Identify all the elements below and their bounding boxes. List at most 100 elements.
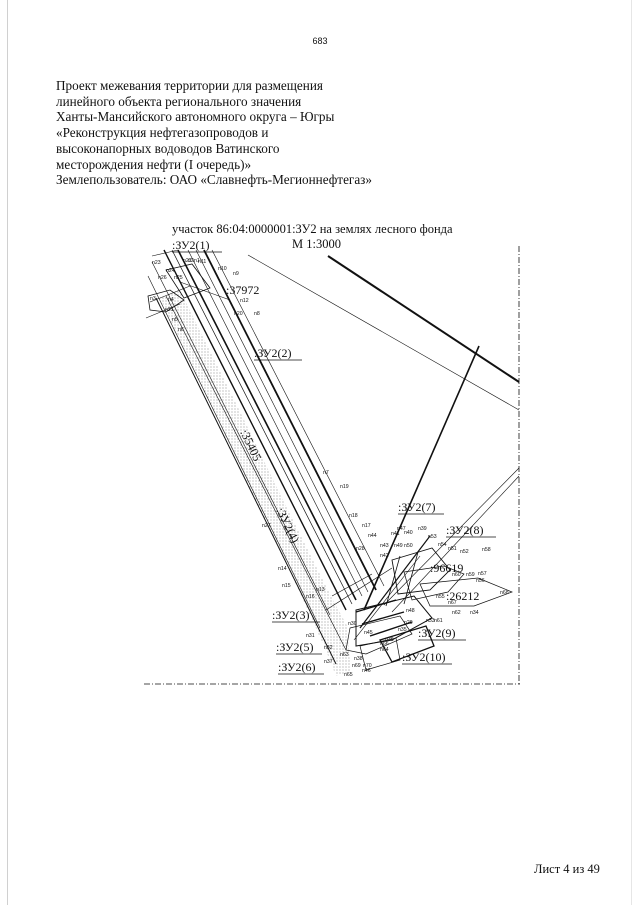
heading-line: линейного объекта регионального значения bbox=[56, 93, 302, 109]
point-label: n30 bbox=[348, 621, 357, 627]
point-label: n55 bbox=[436, 594, 445, 600]
point-label: n1 bbox=[194, 258, 200, 264]
point-label: n47 bbox=[397, 526, 406, 532]
point-label: n32 bbox=[324, 645, 333, 651]
point-label: n18 bbox=[349, 513, 358, 519]
point-label: n46 bbox=[362, 668, 371, 674]
point-label: n68 bbox=[500, 590, 509, 596]
boundary-lines bbox=[247, 254, 520, 641]
point-label: n3 bbox=[150, 296, 156, 302]
point-label: n36 bbox=[385, 637, 394, 643]
zone-label-zu2-10: :ЗУ2(10) bbox=[402, 650, 446, 664]
heading-line: высоконапорных водоводов Ватинского bbox=[56, 140, 280, 156]
point-label: n34 bbox=[470, 610, 479, 616]
point-label: n25 bbox=[174, 275, 183, 281]
forest-corridor-hatch bbox=[160, 290, 350, 676]
point-label: n14 bbox=[278, 566, 287, 572]
zone-label-zu2-5: :ЗУ2(5) bbox=[276, 640, 314, 654]
point-label: n45 bbox=[364, 630, 373, 636]
point-label: n28 bbox=[356, 546, 365, 552]
point-label: n51 bbox=[448, 546, 457, 552]
point-label: n41 bbox=[391, 531, 400, 537]
zone-label-zu2-8: :ЗУ2(8) bbox=[446, 523, 484, 537]
point-label: n12 bbox=[240, 298, 249, 304]
heading-line: Землепользователь: ОАО «Славнефть-Мегион… bbox=[56, 172, 372, 188]
zone-label-zu2-2: :ЗУ2(2) bbox=[254, 346, 292, 360]
point-label: n49 bbox=[394, 543, 403, 549]
point-label: n60 bbox=[452, 572, 461, 578]
point-label: n62 bbox=[452, 610, 461, 616]
point-label: n4 bbox=[168, 297, 174, 303]
cadastral-label-37972: :37972 bbox=[226, 283, 259, 297]
plot-cluster-southeast bbox=[325, 547, 513, 671]
point-label: n53 bbox=[428, 534, 437, 540]
cadastral-label-96619: :96619 bbox=[430, 561, 463, 575]
point-label: n7 bbox=[323, 470, 329, 476]
point-label: n52 bbox=[460, 549, 469, 555]
point-label: n37 bbox=[324, 659, 333, 665]
heading-line: Ханты-Мансийского автономного округа – Ю… bbox=[56, 109, 335, 125]
plot-cluster-northwest bbox=[145, 249, 231, 319]
point-label: n31 bbox=[306, 633, 315, 639]
point-label: n8 bbox=[254, 311, 260, 317]
point-label: n56 bbox=[476, 578, 485, 584]
zone-label-underlines bbox=[172, 251, 496, 675]
point-label: n54 bbox=[438, 542, 447, 548]
point-label: n66 bbox=[380, 641, 389, 647]
point-label: n6 bbox=[178, 327, 184, 333]
point-label: n61 bbox=[434, 618, 443, 624]
point-label: n9 bbox=[233, 271, 239, 277]
point-label: n67 bbox=[448, 600, 457, 606]
heading-line: «Реконструкция нефтегазопроводов и bbox=[56, 125, 269, 141]
sheet-number: Лист 4 из 49 bbox=[534, 862, 600, 876]
point-label: n57 bbox=[478, 571, 487, 577]
point-label: n29 bbox=[404, 620, 413, 626]
point-label: n69 bbox=[352, 663, 361, 669]
point-label: n2 bbox=[188, 258, 194, 264]
point-label: n26 bbox=[158, 275, 167, 281]
point-label: n64 bbox=[380, 647, 389, 653]
point-label: n5 bbox=[172, 317, 178, 323]
point-label: n27 bbox=[262, 523, 271, 529]
point-label: n65 bbox=[344, 672, 353, 678]
page-number: 683 bbox=[312, 36, 328, 46]
point-label: n10 bbox=[218, 266, 227, 272]
point-label: n63 bbox=[340, 652, 349, 658]
point-label: n48 bbox=[406, 608, 415, 614]
plan-title: участок 86:04:0000001:ЗУ2 на землях лесн… bbox=[172, 222, 453, 236]
corridor-boundaries bbox=[147, 249, 385, 665]
zone-label-zu2-3: :ЗУ2(3) bbox=[272, 608, 310, 622]
point-label: n33 bbox=[426, 618, 435, 624]
heading-line: Проект межевания территории для размещен… bbox=[56, 78, 323, 93]
point-label: n13 bbox=[316, 587, 325, 593]
point-label: n43 bbox=[380, 543, 389, 549]
scan-edge-right bbox=[631, 0, 632, 905]
point-label: n42 bbox=[380, 553, 389, 559]
point-label: n44 bbox=[368, 533, 377, 539]
cadastral-label-26212: :26212 bbox=[446, 589, 479, 603]
point-label: n19 bbox=[340, 484, 349, 490]
point-label: n15 bbox=[282, 583, 291, 589]
point-label: n11 bbox=[198, 259, 206, 265]
zone-label-zu2-6: :ЗУ2(6) bbox=[278, 660, 316, 674]
point-label: n23 bbox=[152, 260, 161, 266]
point-label: n16 bbox=[306, 594, 315, 600]
point-label: n21 bbox=[165, 307, 174, 313]
point-label: n20 bbox=[234, 311, 243, 317]
document-heading: Проект межевания территории для размещен… bbox=[56, 78, 372, 188]
zone-label-zu2-9: :ЗУ2(9) bbox=[418, 626, 456, 640]
point-label: n24 bbox=[166, 268, 175, 274]
point-label: n40 bbox=[404, 530, 413, 536]
point-label: n39 bbox=[418, 526, 427, 532]
zone-label-zu2-1: :ЗУ2(1) bbox=[172, 238, 210, 252]
scan-edge-left bbox=[7, 0, 8, 905]
point-label: n35 bbox=[398, 627, 407, 633]
heading-line: месторождения нефти (I очередь)» bbox=[56, 156, 252, 172]
point-label: n38 bbox=[354, 656, 363, 662]
point-label: n58 bbox=[482, 547, 491, 553]
point-label: n59 bbox=[466, 572, 475, 578]
zone-label-zu2-7: :ЗУ2(7) bbox=[398, 500, 436, 514]
point-label: n22 bbox=[183, 258, 192, 264]
point-label: n70 bbox=[363, 663, 372, 669]
